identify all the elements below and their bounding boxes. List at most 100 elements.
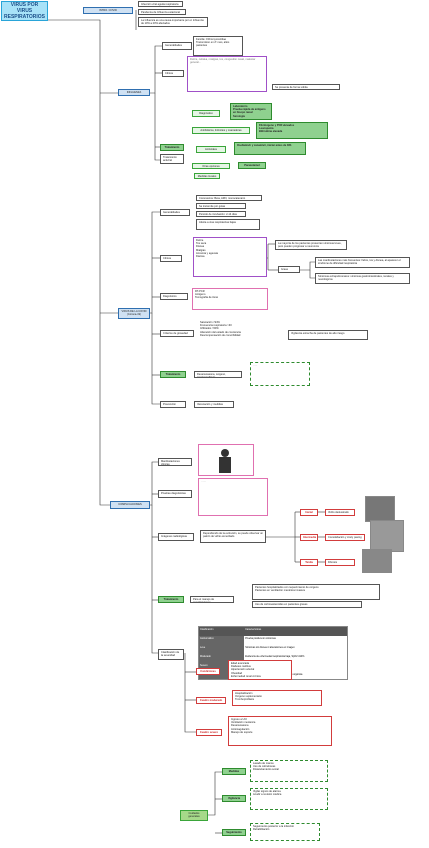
flu-tratamiento: Tratamiento	[160, 144, 184, 151]
comp-pruebas-box: ······	[198, 478, 268, 516]
comp-manif-figure	[198, 444, 254, 476]
covid-clinica-side-b: Grave	[278, 266, 300, 273]
covid-crit-item: Frecuencia respiratoria >30	[200, 324, 232, 328]
covid-dx-list: RT-PCR Antígeno Tomografía de tórax	[192, 288, 268, 310]
covid-criterios: Criterios de gravedad	[160, 330, 194, 337]
footer-a: Medidas	[222, 768, 246, 775]
comp-img-c-note: Fibrosis	[325, 559, 355, 566]
cond-c-item: Ingreso a UCI	[231, 718, 248, 721]
covid-gen-item-2: Se transmite por gotas	[196, 203, 246, 209]
flu-dx-a-item: Prueba rápida de antígeno en hisopo nasa…	[233, 108, 266, 115]
flu-dx-b-item: Bilirrubina elevada	[259, 130, 283, 134]
flu-generalidades: Generalidades	[162, 42, 192, 50]
covid-crit-item: Saturación <94%	[200, 321, 220, 324]
intro-item-1: Infección viral aguda respiratoria	[138, 1, 183, 7]
flu-gen-item: Transmision en 2º mes, altos pacientes	[196, 41, 230, 48]
flu-tx-a: Antivirales	[196, 146, 226, 153]
footer-root: Cuidados generales	[180, 810, 208, 821]
flu-dx-a: Diagnóstico	[192, 110, 220, 117]
covid-generalidades: Generalidades	[160, 209, 190, 216]
covid-clinica-far-a: Las manifestaciones más frecuentes: fieb…	[315, 257, 410, 268]
cond-b-list: Hospitalización Oxígeno suplementario Tr…	[232, 690, 322, 706]
cond-c-item: Dexametasona	[231, 724, 249, 728]
covid-crit-list: Saturación <94% Frecuencia respiratoria …	[198, 320, 272, 348]
body-head-icon	[221, 449, 229, 457]
table-row: Leve Síntomas sin disnea ni alteraciones…	[199, 645, 347, 654]
comp-img-a-note: Vidrio deslustrado	[325, 509, 355, 516]
flu-dx-b-item: Fibrinógeno y PCR elevados	[259, 124, 295, 127]
cond-c: Cuadro severo	[196, 729, 222, 736]
xray-image-a	[365, 496, 395, 522]
covid-clinica-item: Mialgias	[196, 248, 206, 252]
cond-a-item: Diabetes mellitus	[231, 665, 251, 669]
covid-diagnostico: Diagnóstico	[160, 293, 188, 300]
comp-img-a: Inicial	[300, 509, 318, 516]
covid-clinica-item: Fiebre	[196, 239, 204, 242]
footer-c-list: Seguimiento posterior a la infección Reh…	[250, 823, 320, 841]
cond-c-item: Manejo de soporte	[231, 730, 253, 734]
flu-dx-b-item: Leucopenia	[259, 127, 274, 131]
footer-a-list: Lavado de manos Uso de cubrebocas Distan…	[250, 760, 328, 782]
comp-tratamiento: Tratamiento	[158, 596, 184, 603]
covid-clinica-list: Fiebre Tos seca Disnea Mialgias Anosmia …	[193, 237, 267, 277]
intro-item-2: Pandemia de Influenza estacional	[138, 9, 186, 15]
node-complications: COMPLICACIONES	[110, 501, 150, 509]
flu-dx-a-items: Laboratorio Prueba rápida de antígeno en…	[230, 103, 272, 120]
comp-pruebas: Pruebas diagnósticas	[158, 490, 192, 498]
footer-a-item: Uso de cubrebocas	[253, 765, 276, 769]
covid-prevencion: Prevención	[160, 401, 186, 408]
flu-clinica: Clínica	[162, 70, 184, 77]
flu-tx-b-note: Paracetamol	[238, 162, 266, 169]
footer-b-item: Acudir a revisión médica	[253, 793, 282, 797]
cond-b: Cuadro moderado	[196, 697, 226, 704]
covid-clinica-item: Disnea	[196, 245, 205, 249]
flu-gen-item: Familia: Orthomyxoviridae	[196, 38, 227, 41]
cond-a-item: Enfermedad renal crónica	[231, 674, 261, 678]
flu-dx-b-items: Fibrinógeno y PCR elevados Leucopenia Bi…	[256, 122, 328, 139]
footer-a-item: Distanciamiento social	[253, 768, 279, 772]
comp-img-c: Tardía	[300, 559, 318, 566]
covid-clinica-item: Anosmia y ageusia	[196, 251, 218, 255]
table-row: Moderado Evidencia de enfermedad respira…	[199, 654, 347, 663]
comp-img-b-note: Consolidación y crazy paving	[325, 534, 365, 541]
covid-clinica-item: Diarrea	[196, 255, 205, 259]
footer-b-item: Vigilar signos de alarma	[253, 790, 281, 793]
intro-item-3: La Influenza es una causa importante por…	[138, 17, 208, 27]
cond-b-item: Tromboprofilaxis	[235, 698, 255, 702]
cond-a-item: Edad avanzada	[231, 662, 250, 665]
body-torso-icon	[219, 457, 231, 473]
footer-b-list: Vigilar signos de alarma Acudir a revisi…	[250, 788, 328, 810]
comp-tx-b-note: Uso de corticoesteroides en pacientes gr…	[252, 601, 362, 608]
comp-tx-item: Pacientes hospitalizados con requerimien…	[255, 586, 319, 589]
node-influenza: INFLUENZA	[118, 89, 150, 96]
flu-dx-b: Antibióticos, linfocitos y marcadores	[192, 127, 250, 134]
flu-tx-a-note: Oseltamivir y zanamivir, iniciar antes d…	[234, 142, 306, 155]
footer-b: Vigilancia	[222, 795, 246, 802]
covid-crit-item: Descompensación de comorbilidad	[200, 333, 241, 337]
footer-c: Seguimiento	[222, 829, 246, 836]
cond-b-item: Hospitalización	[235, 692, 253, 695]
table-row: Clasificación Características	[199, 627, 347, 636]
covid-clinica-item: Tos seca	[196, 242, 207, 246]
covid-prev-note: Vacunación y medidas	[194, 401, 234, 408]
covid-dx-item: RT-PCR	[195, 290, 205, 293]
covid-crit-item: Infiltrados >50%	[200, 327, 219, 331]
covid-gen-item-3: Periodo de incubación: 2-14 días	[196, 211, 246, 217]
xray-image-b	[370, 520, 404, 552]
footer-c-item: Seguimiento posterior a la infección	[253, 825, 295, 828]
cond-a-item: Obesidad	[231, 671, 243, 675]
comp-tx-list: Pacientes hospitalizados con requerimien…	[252, 584, 380, 600]
flu-clinica-note: Fiebre, cefalea, mialgias, tos, congesti…	[187, 56, 267, 92]
cond-c-item: Ventilación mecánica	[231, 721, 256, 725]
flu-tx-c: Medidas locales	[194, 173, 220, 179]
covid-clinica: Clínica	[160, 255, 182, 262]
footer-a-item: Lavado de manos	[253, 762, 274, 765]
cond-a-list: Edad avanzada Diabetes mellitus Hiperten…	[228, 660, 292, 680]
comp-imagen: Imágenes radiológicas	[158, 533, 194, 541]
cond-c-item: Anticoagulación	[231, 727, 250, 731]
covid-clinica-side-a: La mayoría de los pacientes presentan sí…	[275, 240, 347, 250]
footer-c-item: Rehabilitación	[253, 828, 270, 832]
covid-crit-side: Vigilancia estrecha de pacientes de alto…	[288, 330, 368, 340]
comp-imagen-note: Dependiendo de la evolución, se puede ob…	[200, 530, 266, 543]
